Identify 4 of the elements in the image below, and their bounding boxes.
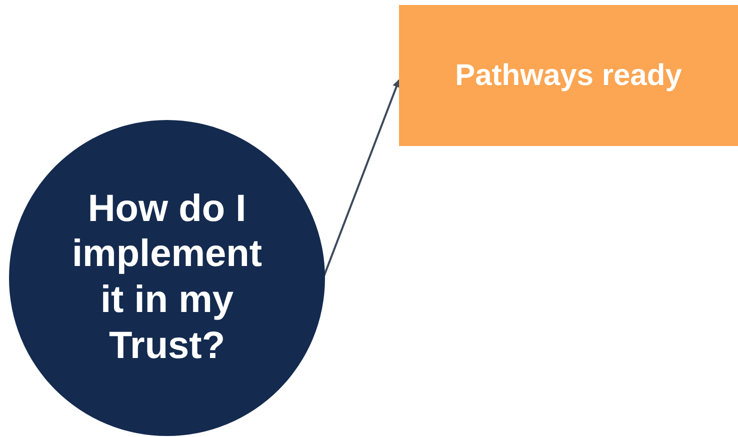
- box-label: Pathways ready: [455, 58, 682, 94]
- status-box: [399, 5, 738, 146]
- question-text: How do I implement it in my Trust?: [70, 186, 264, 369]
- arrow: [323, 79, 400, 276]
